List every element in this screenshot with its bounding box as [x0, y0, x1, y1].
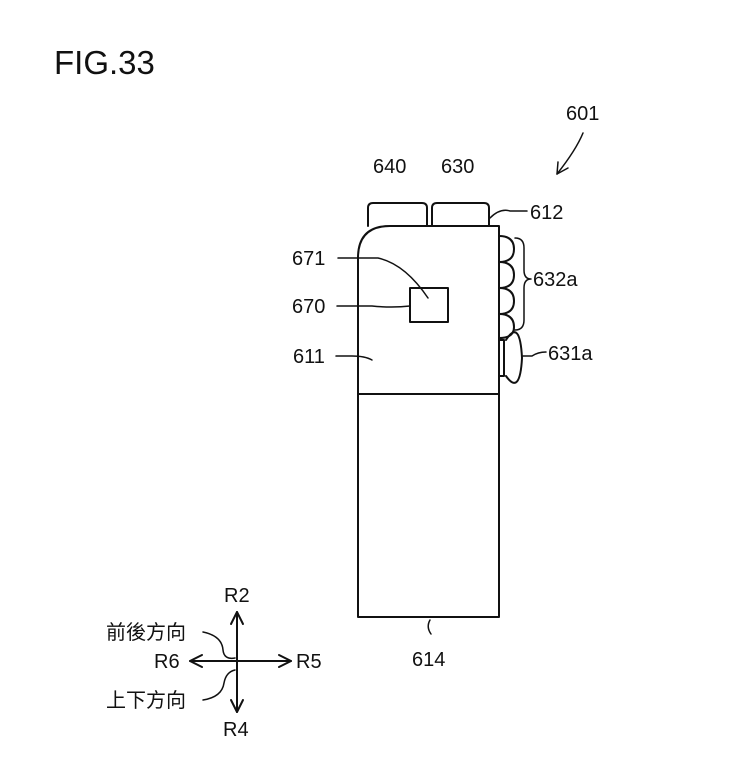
- housing-lower: [357, 393, 500, 618]
- leader-up-down: [202, 669, 236, 701]
- leader-671: [337, 257, 429, 299]
- label-601: 601: [566, 103, 599, 125]
- label-front-back: 前後方向: [106, 620, 186, 644]
- label-up-down: 上下方向: [106, 688, 186, 712]
- window-670: [409, 287, 449, 323]
- label-r6: R6: [154, 651, 180, 673]
- label-671: 671: [292, 248, 325, 270]
- arrow-601-head: [556, 161, 569, 175]
- housing-upper-611: [357, 225, 500, 395]
- leader-612: [489, 209, 528, 219]
- label-r5: R5: [296, 651, 322, 673]
- leader-670: [336, 305, 411, 308]
- label-631a: 631a: [548, 343, 593, 365]
- label-r2: R2: [224, 585, 250, 607]
- label-612: 612: [530, 202, 563, 224]
- leader-614: [427, 619, 432, 635]
- leader-front-back: [202, 631, 236, 660]
- figure-title: FIG.33: [54, 44, 155, 81]
- brace-632a: [514, 237, 532, 331]
- label-632a: 632a: [533, 269, 578, 291]
- arrowhead-r4: [230, 699, 244, 713]
- leader-631a: [522, 351, 547, 357]
- label-670: 670: [292, 296, 325, 318]
- label-r4: R4: [223, 719, 249, 741]
- leader-611: [335, 355, 373, 361]
- stick-631a: [498, 339, 505, 377]
- label-640: 640: [373, 156, 406, 178]
- side-buttons-632a: [498, 235, 515, 339]
- button-640: [367, 202, 428, 227]
- arrow-601: [556, 132, 584, 175]
- button-630: [431, 202, 490, 227]
- arrowhead-r2: [230, 611, 244, 625]
- stick-631a-knob: [505, 331, 523, 384]
- arrowhead-r5: [278, 654, 292, 668]
- label-630: 630: [441, 156, 474, 178]
- label-611: 611: [293, 346, 325, 368]
- label-614: 614: [412, 649, 445, 671]
- arrowhead-r6: [189, 654, 203, 668]
